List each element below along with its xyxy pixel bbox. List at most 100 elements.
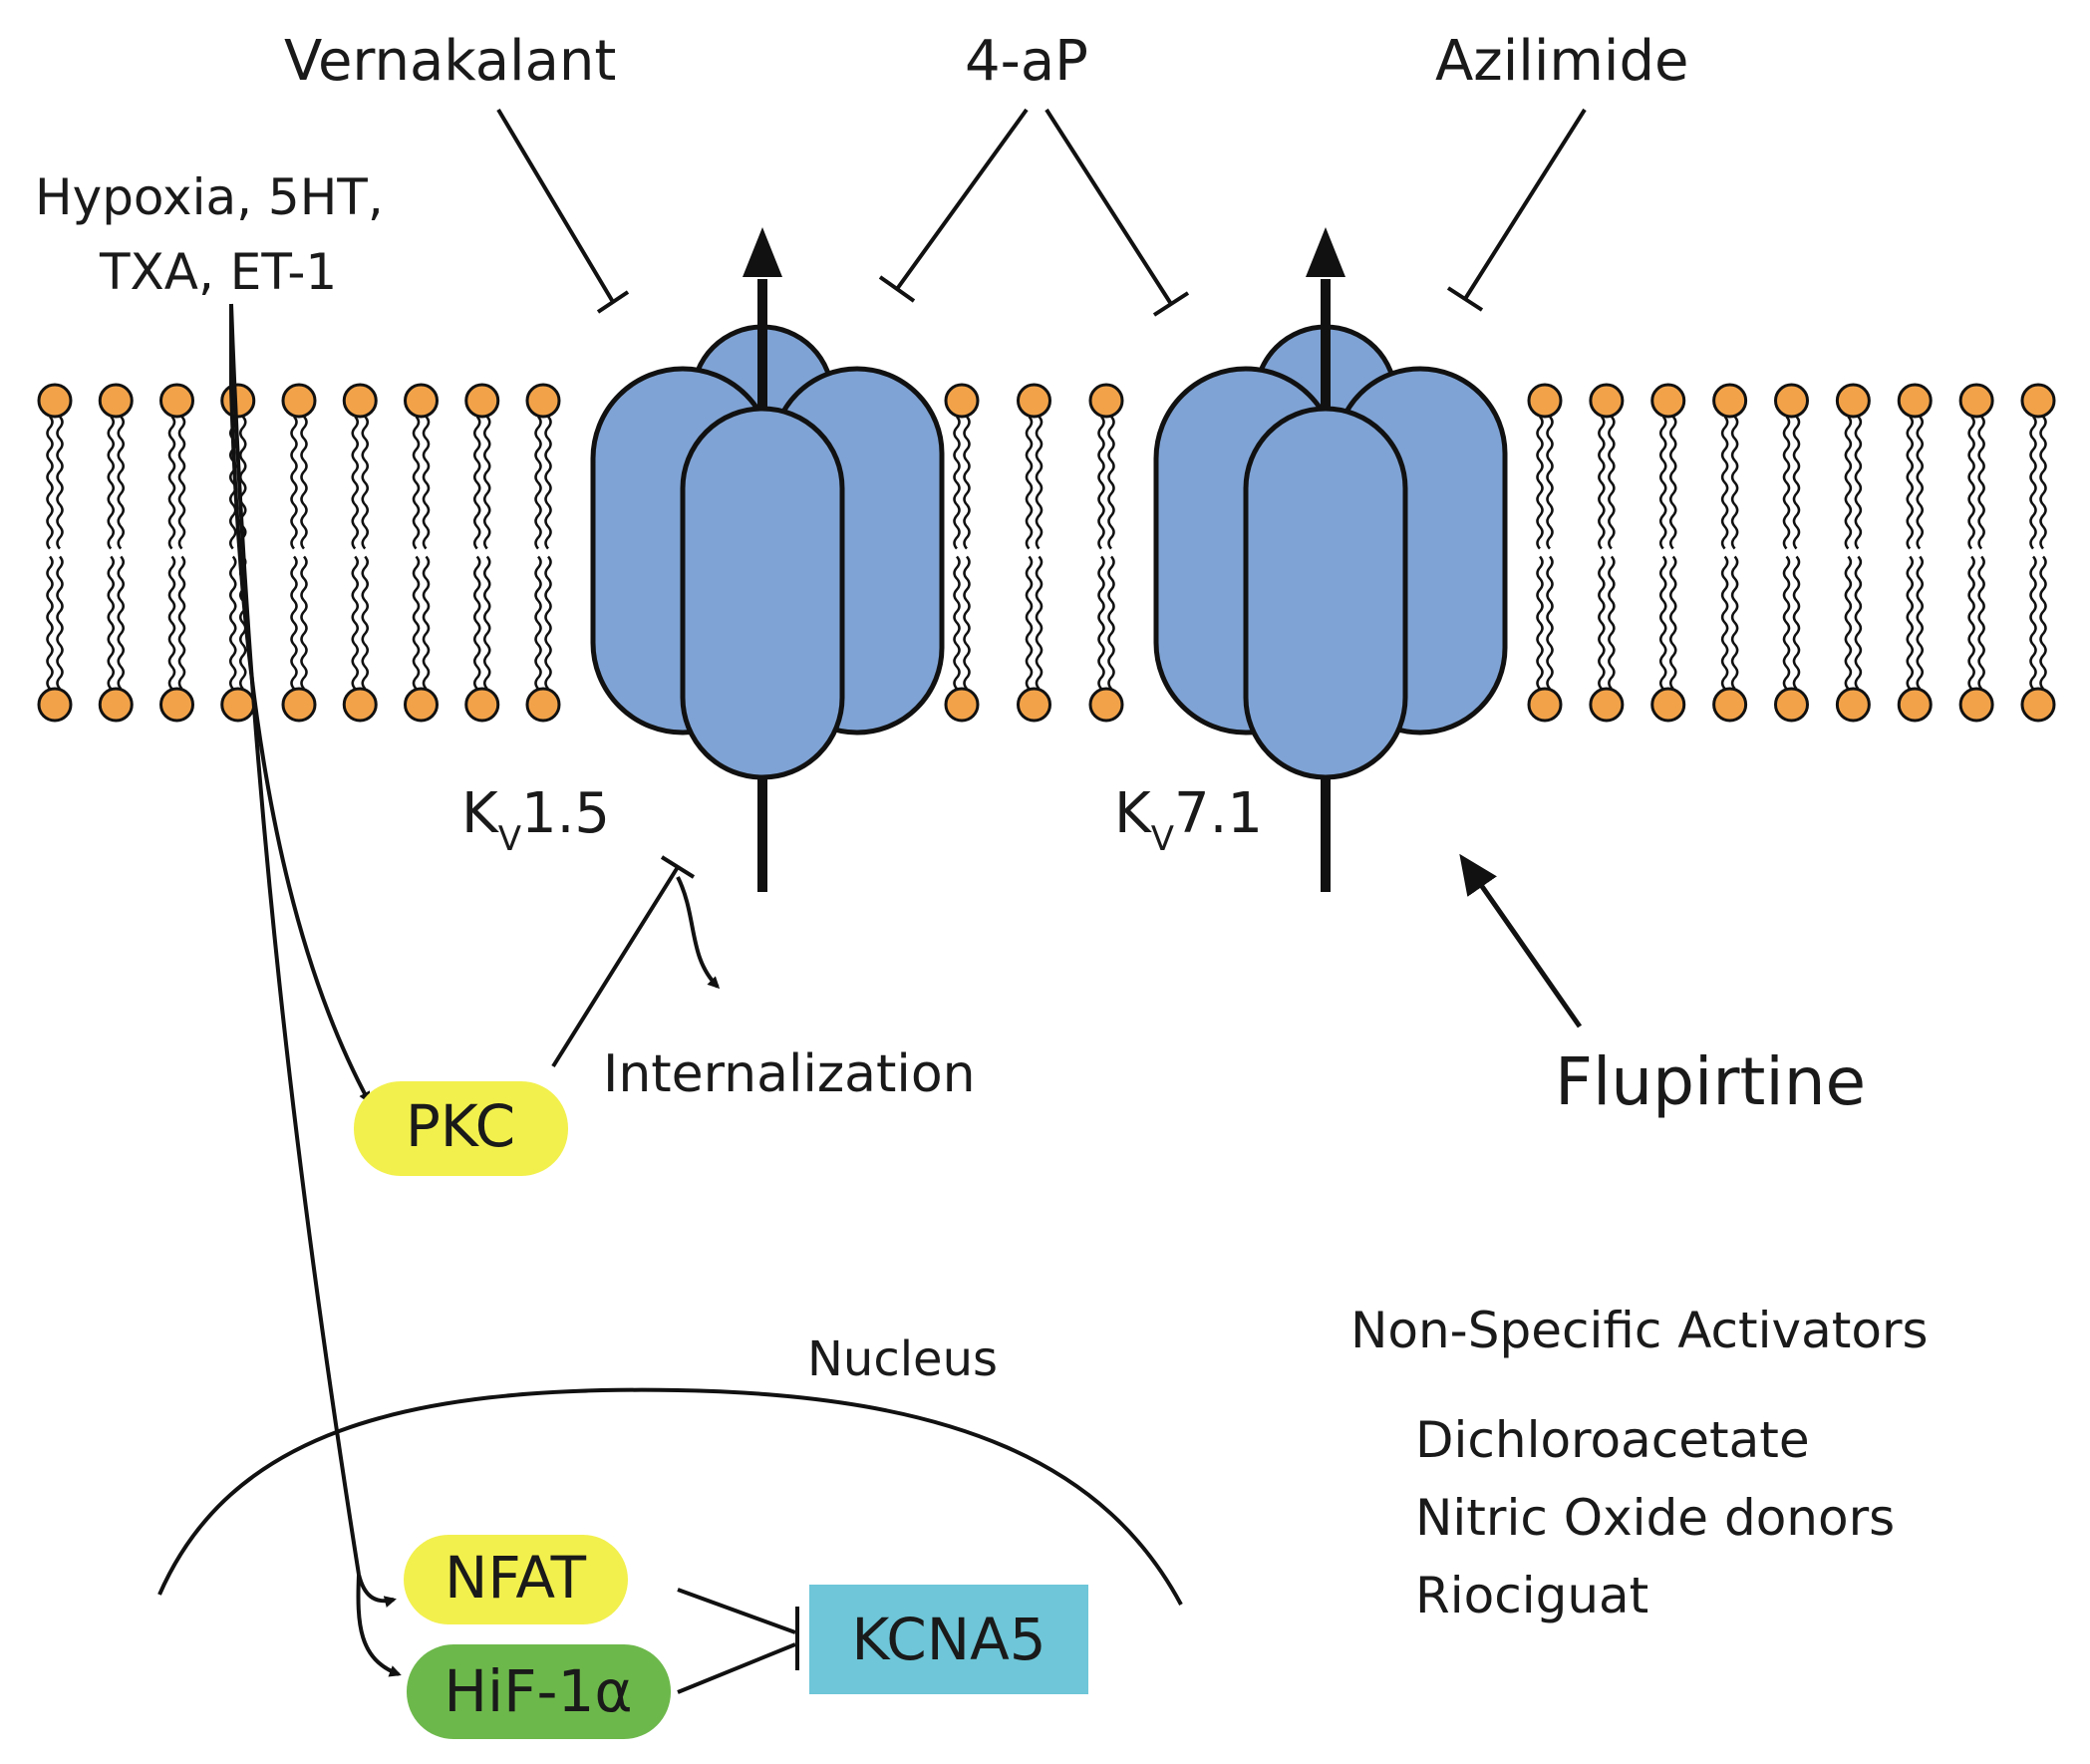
lipid-tail [1598,555,1606,690]
lipid-tail [107,416,115,550]
lipid-head [464,383,500,419]
kcna5-node: KCNA5 [809,1585,1088,1694]
lipid-head [1712,687,1748,723]
lipid-tail [1916,416,1924,550]
hif-node: HiF-1α [407,1644,671,1739]
pkc-inhibition [551,855,696,1068]
lipid-tail [1025,555,1034,690]
lipid-tail [1097,555,1105,690]
transcription-inhibition [677,1588,799,1694]
hif-label: HiF-1α [444,1657,632,1725]
lipid-head [1088,383,1124,419]
activator-item: Dichloroacetate [1415,1411,1810,1469]
activator-item: Nitric Oxide donors [1415,1489,1895,1547]
lipid-head [281,687,317,723]
lipid-head [525,687,561,723]
four-ap-inhibition-kv7-1 [1045,108,1190,317]
lipid-head [1958,383,1994,419]
lipid-tail [167,416,176,550]
lipid-tail [1782,555,1791,690]
lipid-tail [412,416,421,550]
lipid-tail [56,555,64,690]
lipid-tail [1659,555,1667,690]
lipid-tail [1906,555,1914,690]
lipid-tail [422,555,431,690]
lipid-tail [361,555,369,690]
lipid-tail [483,416,491,550]
nucleus-label: Nucleus [807,1331,998,1387]
nucleus [157,1387,1183,1606]
lipid-tail [534,416,542,550]
lipid-tail [473,555,481,690]
four-ap-inhibition-kv1-5 [878,108,1029,303]
lipid-tail [177,416,186,550]
lipid-head [1527,687,1563,723]
lipid-tail [1730,416,1739,550]
lipid-tail [1608,416,1616,550]
lipid-tail [483,555,491,690]
flupirtine-label: Flupirtine [1555,1043,1866,1120]
lipid-tail [300,416,308,550]
lipid-tail [46,555,54,690]
lipid-head [98,687,134,723]
flupirtine-activation [1459,853,1583,1029]
lipid-tail [2039,555,2047,690]
four-ap-label: 4-aP [965,29,1088,94]
lipid-tail [300,555,308,690]
lipid-tail [1107,416,1115,550]
lipid-head [1774,687,1809,723]
lipid-tail [2039,416,2047,550]
lipid-tail [1035,555,1044,690]
lipid-tail [117,416,125,550]
lipid-tail [1546,416,1554,550]
lipid-head [220,383,256,419]
lipid-tail [1906,416,1914,550]
lipid-tail [1720,555,1729,690]
lipid-tail [1598,416,1606,550]
vernakalant-inhibition [496,108,630,314]
lipid-head [1774,383,1809,419]
lipid-head [525,383,561,419]
lipid-tail [1536,416,1544,550]
vernakalant-label: Vernakalant [284,29,616,94]
kv1-5-channel [590,227,945,892]
lipid-head [2020,687,2056,723]
lipid-head [342,687,378,723]
lipid-tail [1536,555,1544,690]
stimuli-label-line1: Hypoxia, 5HT, [35,168,384,226]
lipid-head [404,383,439,419]
lipid-tail [177,555,186,690]
lipid-tail [953,416,961,550]
kv7-1-label: KV7.1 [1114,781,1263,859]
stimuli-label-line2: TXA, ET-1 [99,243,337,301]
lipid-tail [1854,416,1863,550]
lipid-head [1897,383,1933,419]
lipid-tail [1916,555,1924,690]
lipid-head [1835,383,1871,419]
lipid-tail [1669,416,1677,550]
lipid-head [281,383,317,419]
lipid-head [1017,383,1051,419]
lipid-tail [46,416,54,550]
lipid-tail [1669,555,1677,690]
lipid-tail [422,416,431,550]
lipid-tail [544,416,552,550]
lipid-head [159,687,194,723]
lipid-head [37,383,73,419]
lipid-tail [412,555,421,690]
lipid-tail [1730,555,1739,690]
lipid-tail [963,555,971,690]
lipid-head [37,687,73,723]
activator-item: Riociguat [1415,1567,1648,1624]
lipid-tail [1967,416,1975,550]
lipid-tail [1025,416,1034,550]
nfat-label: NFAT [445,1544,587,1612]
lipid-tail [1720,416,1729,550]
lipid-tail [107,555,115,690]
lipid-head [342,383,378,419]
lipid-head [2020,383,2056,419]
lipid-head [1589,383,1625,419]
cell-membrane [37,383,2056,723]
lipid-head [1897,687,1933,723]
